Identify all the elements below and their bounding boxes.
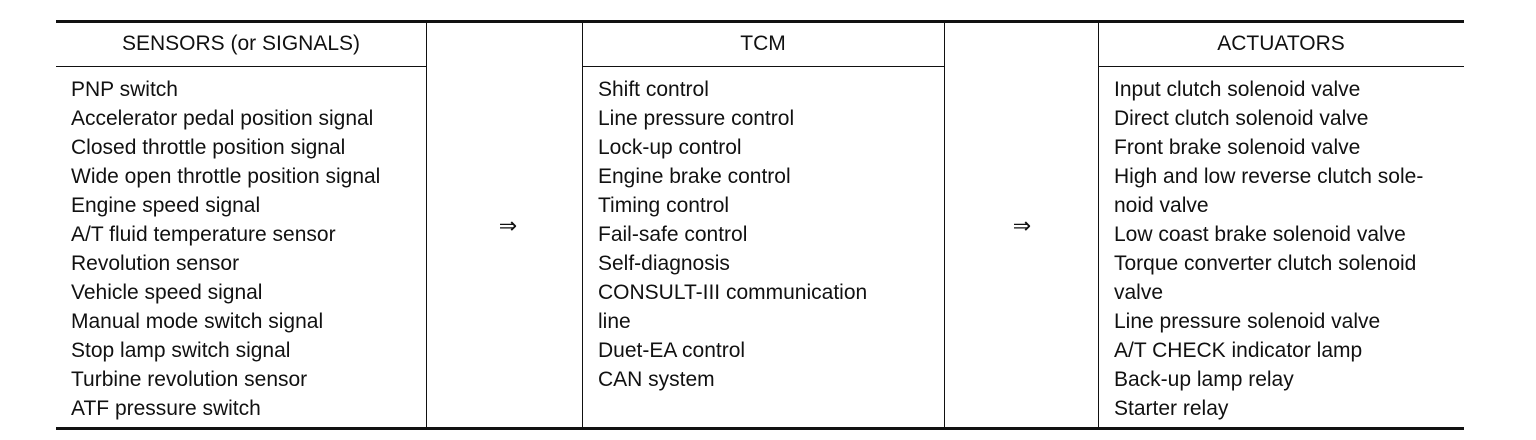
actuators-header-rule — [1098, 66, 1464, 67]
list-item: High and low reverse clutch sole- — [1114, 165, 1424, 188]
list-item: noid valve — [1114, 194, 1209, 217]
sensors-header: SENSORS (or SIGNALS) — [121, 32, 361, 55]
list-item: Timing control — [598, 194, 730, 217]
list-item: Engine speed signal — [71, 194, 261, 217]
divider-arrow-tcm — [582, 23, 583, 427]
list-item: Shift control — [598, 78, 709, 101]
list-item: Accelerator pedal position signal — [71, 107, 374, 130]
list-item: Duet-EA control — [598, 339, 746, 362]
list-item: Torque converter clutch solenoid — [1114, 252, 1417, 275]
divider-arrow-actuators — [1098, 23, 1099, 427]
list-item: PNP switch — [71, 78, 178, 101]
list-item: Revolution sensor — [71, 252, 240, 275]
list-item: Front brake solenoid valve — [1114, 136, 1361, 159]
right-double-arrow-icon: ⇒ — [498, 213, 518, 238]
list-item: Direct clutch solenoid valve — [1114, 107, 1369, 130]
list-item: Line pressure control — [598, 107, 795, 130]
list-item: line — [598, 310, 631, 333]
list-item: Engine brake control — [598, 165, 791, 188]
list-item: Wide open throttle position signal — [71, 165, 381, 188]
actuators-list: Input clutch solenoid valve Direct clutc… — [1114, 75, 1423, 423]
list-item: Line pressure solenoid valve — [1114, 310, 1381, 333]
list-item: A/T fluid temperature sensor — [71, 223, 336, 246]
list-item: CAN system — [598, 368, 715, 391]
list-item: Closed throttle position signal — [71, 136, 346, 159]
list-item: Back-up lamp relay — [1114, 368, 1294, 391]
list-item: Vehicle speed signal — [71, 281, 263, 304]
list-item: A/T CHECK indicator lamp — [1114, 339, 1363, 362]
divider-tcm-arrow — [944, 23, 945, 427]
tcm-header: TCM — [740, 32, 786, 55]
list-item: Starter relay — [1114, 397, 1229, 420]
list-item: Stop lamp switch signal — [71, 339, 291, 362]
right-double-arrow-icon: ⇒ — [1012, 213, 1032, 238]
list-item: Lock-up control — [598, 136, 742, 159]
list-item: Manual mode switch signal — [71, 310, 324, 333]
list-item: CONSULT-III communication — [598, 281, 868, 304]
sensors-list: PNP switch Accelerator pedal position si… — [71, 75, 380, 423]
tcm-functions-list: Shift control Line pressure control Lock… — [598, 75, 867, 394]
list-item: ATF pressure switch — [71, 397, 261, 420]
list-item: Self-diagnosis — [598, 252, 730, 275]
list-item: Low coast brake solenoid valve — [1114, 223, 1406, 246]
actuators-header: ACTUATORS — [1217, 32, 1345, 55]
list-item: valve — [1114, 281, 1164, 304]
list-item: Turbine revolution sensor — [71, 368, 308, 391]
divider-sensors-arrow — [426, 23, 427, 427]
tcm-system-table: SENSORS (or SIGNALS) TCM ACTUATORS PNP s… — [56, 20, 1464, 430]
tcm-header-rule — [582, 66, 944, 67]
sensors-header-rule — [56, 66, 426, 67]
list-item: Fail-safe control — [598, 223, 748, 246]
list-item: Input clutch solenoid valve — [1114, 78, 1361, 101]
